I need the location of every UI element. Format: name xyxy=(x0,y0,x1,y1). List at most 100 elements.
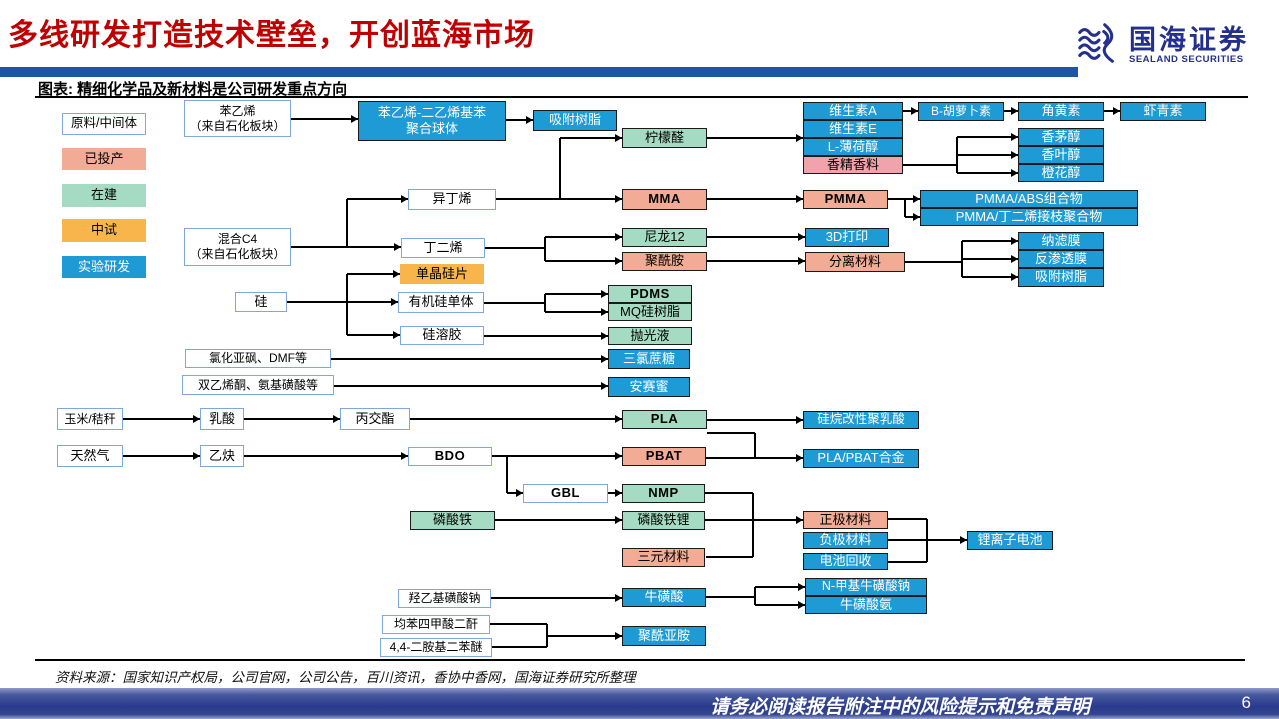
flow-connector xyxy=(491,597,622,599)
flow-node: 均苯四甲酸二酐 xyxy=(382,615,490,634)
flow-connector xyxy=(334,385,608,387)
page-number: 6 xyxy=(1241,693,1251,712)
flow-connector xyxy=(291,118,358,120)
flow-connector xyxy=(485,247,545,249)
flow-connector xyxy=(1104,110,1120,112)
title-underline-bar xyxy=(0,67,1078,77)
flow-node: 维生素A xyxy=(803,102,903,120)
flow-node: MQ硅树脂 xyxy=(608,303,692,321)
flow-connector xyxy=(331,358,608,360)
arrowhead-icon xyxy=(913,213,920,221)
flow-node: 安赛蜜 xyxy=(608,377,690,397)
flow-connector xyxy=(546,624,548,647)
arrowhead-icon xyxy=(960,536,967,544)
flow-connector xyxy=(905,261,962,263)
company-logo-text: 国海证券 SEALAND SECURITIES xyxy=(1129,24,1249,65)
flow-connector xyxy=(905,216,920,218)
flow-node: 负极材料 xyxy=(803,532,888,549)
arrowhead-icon xyxy=(911,107,918,115)
flow-connector xyxy=(506,119,533,121)
flow-node: 玉米/秸秆 xyxy=(57,408,123,430)
flow-node: PLA xyxy=(622,410,707,429)
flow-connector xyxy=(754,433,756,458)
flow-node: 双乙烯酮、氨基磺酸等 xyxy=(182,375,334,395)
flow-node: N-甲基牛磺酸钠 xyxy=(805,578,927,596)
caption-rule xyxy=(35,96,1248,98)
arrowhead-icon xyxy=(193,415,200,423)
legend-item: 中试 xyxy=(62,219,146,242)
arrowhead-icon xyxy=(798,257,805,265)
flow-node: 丁二烯 xyxy=(401,238,485,258)
arrowhead-icon xyxy=(401,195,408,203)
flow-node: 抛光液 xyxy=(608,327,692,345)
arrowhead-icon xyxy=(796,454,803,462)
flow-node: L-薄荷醇 xyxy=(803,138,903,156)
flow-connector xyxy=(707,236,805,238)
flow-connector xyxy=(291,246,401,248)
flow-node: 苯乙烯（来自石化板块） xyxy=(184,100,291,137)
flow-node: B-胡萝卜素 xyxy=(918,102,1004,121)
arrowhead-icon xyxy=(601,290,608,298)
flow-node: 电池回收 xyxy=(803,553,888,570)
flow-node: 吸附树脂 xyxy=(1018,268,1104,287)
arrowhead-icon xyxy=(798,601,805,609)
flow-node: PMMA/ABS组合物 xyxy=(920,190,1138,208)
arrowhead-icon xyxy=(516,489,523,497)
arrowhead-icon xyxy=(1011,151,1018,159)
flow-connector xyxy=(545,311,608,313)
flow-connector xyxy=(706,556,753,558)
flow-node: 分离材料 xyxy=(805,252,905,272)
legend-item: 实验研发 xyxy=(62,256,146,278)
arrowhead-icon xyxy=(798,233,805,241)
arrowhead-icon xyxy=(615,257,622,265)
flow-node: 氯化亚砜、DMF等 xyxy=(185,349,331,368)
company-name-cn: 国海证券 xyxy=(1129,24,1249,55)
arrowhead-icon xyxy=(615,489,622,497)
flow-connector xyxy=(244,455,408,457)
flow-connector xyxy=(545,260,622,262)
flow-node: 牛磺酸 xyxy=(622,588,706,607)
flow-node: 硅溶胶 xyxy=(400,326,484,345)
flow-node: 天然气 xyxy=(57,445,123,467)
arrowhead-icon xyxy=(615,632,622,640)
arrowhead-icon xyxy=(601,308,608,316)
arrowhead-icon xyxy=(796,134,803,142)
legend-item: 原料/中间体 xyxy=(62,113,146,135)
flow-connector xyxy=(888,561,927,563)
arrowhead-icon xyxy=(393,331,400,339)
arrowhead-icon xyxy=(615,195,622,203)
flow-connector xyxy=(492,455,622,457)
flow-node: 维生素E xyxy=(803,120,903,138)
arrowhead-icon xyxy=(601,382,608,390)
company-logo: 国海证券 SEALAND SECURITIES xyxy=(1075,20,1249,71)
bottom-rule xyxy=(35,659,1245,661)
flow-node: 香叶醇 xyxy=(1018,146,1104,164)
arrowhead-icon xyxy=(394,243,401,251)
flow-connector xyxy=(244,418,340,420)
flow-node: 香精香料 xyxy=(803,156,903,174)
flow-connector xyxy=(957,154,1018,156)
flow-connector xyxy=(707,432,755,434)
arrowhead-icon xyxy=(391,298,398,306)
flow-node: 单晶硅片 xyxy=(400,264,484,284)
arrowhead-icon xyxy=(601,355,608,363)
arrowhead-icon xyxy=(615,134,622,142)
arrowhead-icon xyxy=(401,452,408,460)
flow-connector xyxy=(961,241,963,277)
flow-node: 羟乙基磺酸钠 xyxy=(398,589,491,608)
flow-connector xyxy=(492,646,547,648)
flow-node: 角黄素 xyxy=(1018,102,1104,121)
flow-node: 牛磺酸氨 xyxy=(805,596,927,614)
flow-connector xyxy=(888,198,905,200)
flow-node: 聚酰胺 xyxy=(622,252,707,271)
flow-connector xyxy=(706,596,755,598)
arrowhead-icon xyxy=(1011,133,1018,141)
flow-node: 纳滤膜 xyxy=(1018,232,1104,250)
arrowhead-icon xyxy=(798,583,805,591)
flow-connector xyxy=(903,110,918,112)
flow-node: 三氯蔗糖 xyxy=(608,349,690,369)
flow-connector xyxy=(287,301,398,303)
flow-node: NMP xyxy=(622,484,705,503)
flow-node: 聚酰亚胺 xyxy=(622,626,706,646)
flow-node: 香茅醇 xyxy=(1018,128,1104,146)
